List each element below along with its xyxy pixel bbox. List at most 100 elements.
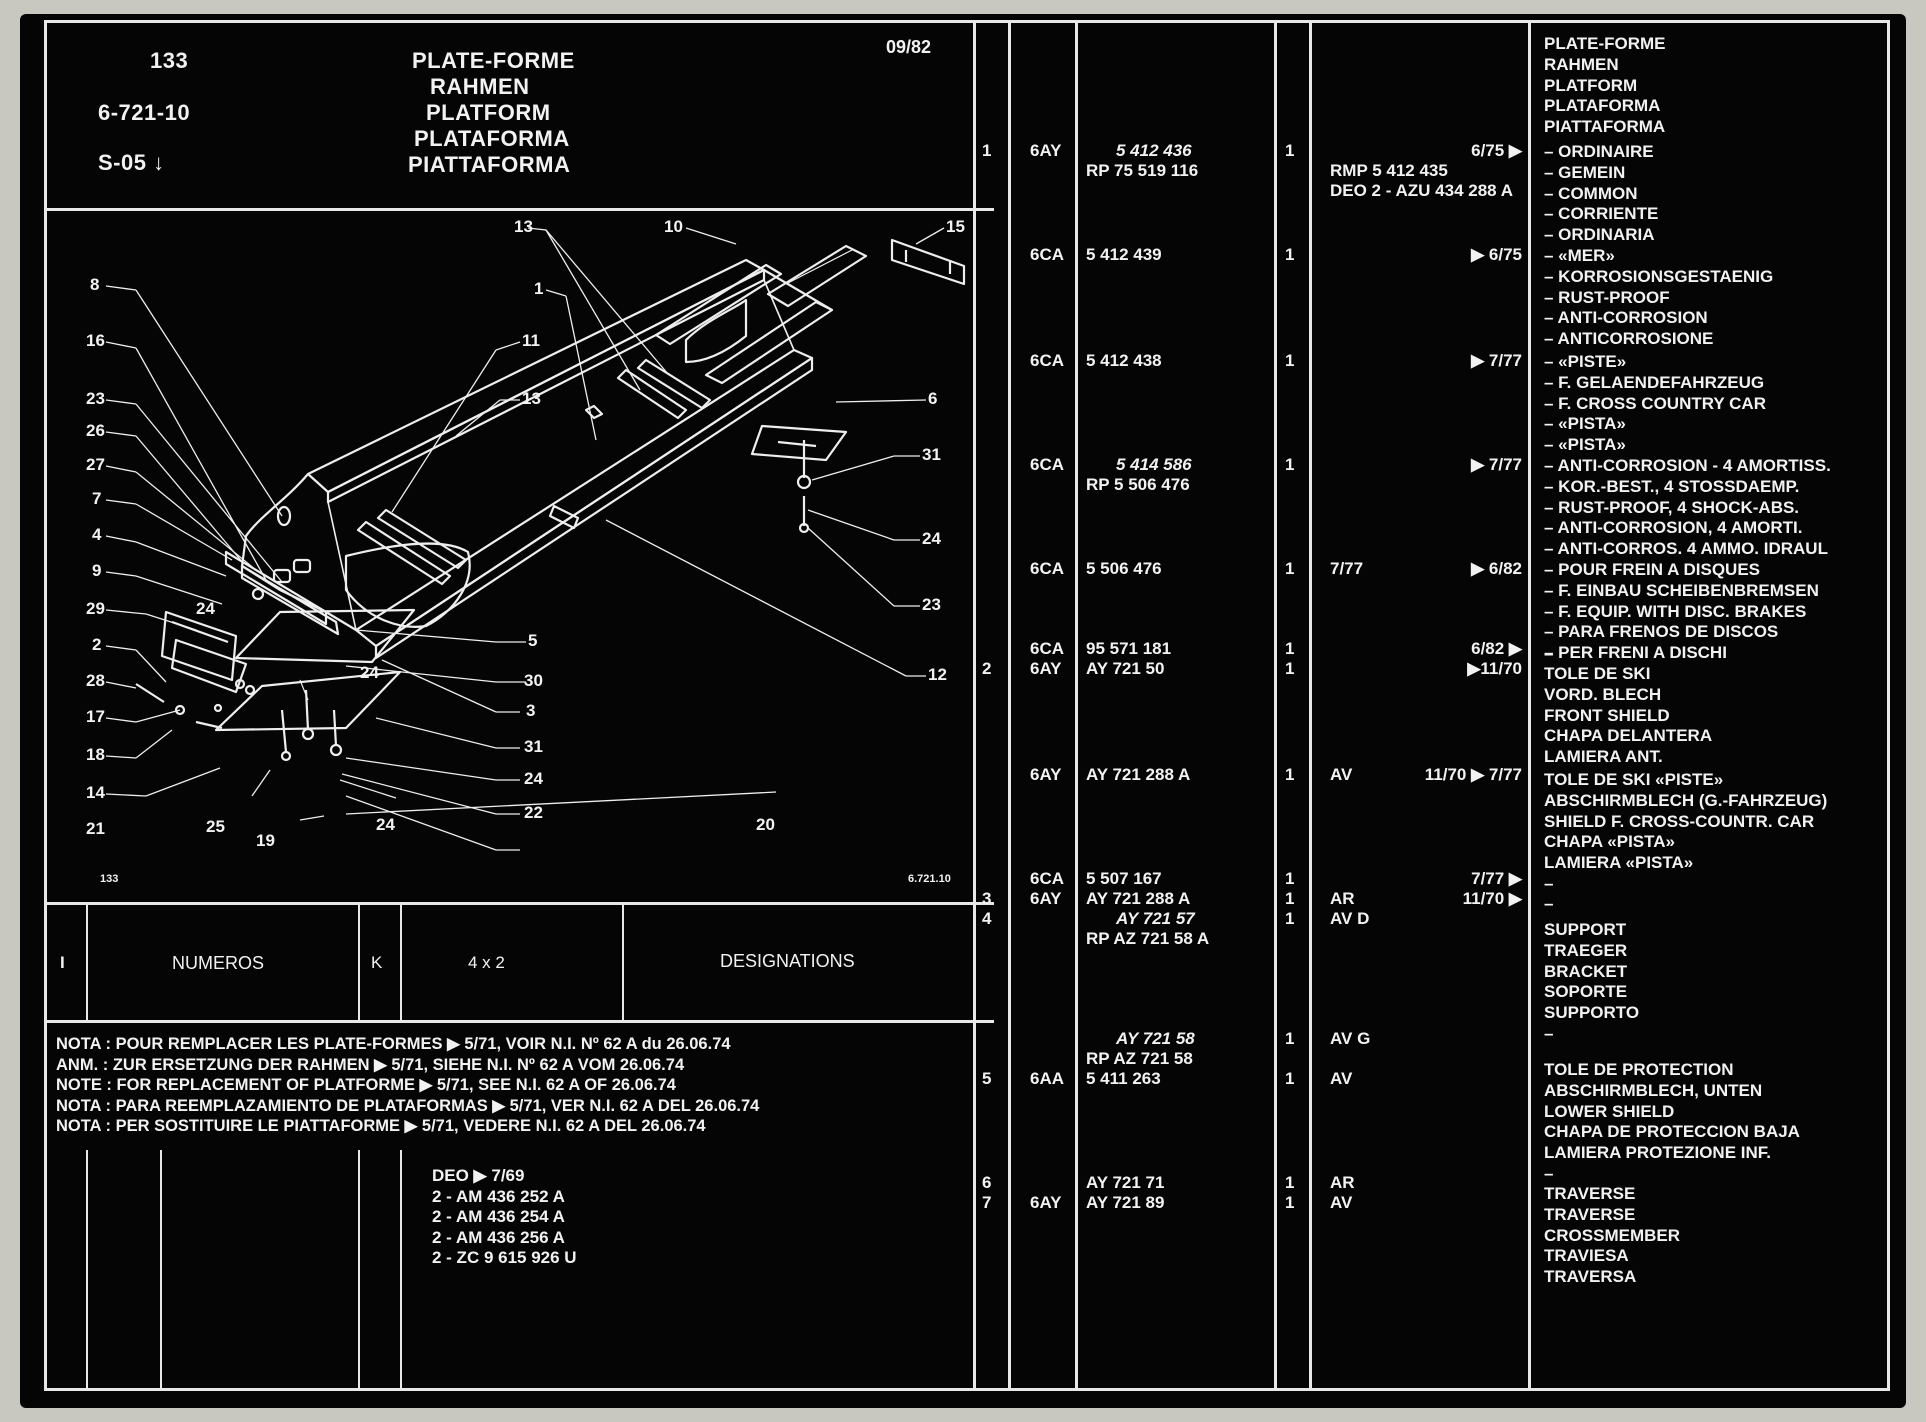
designation-heading: – «PISTE» xyxy=(1544,352,1627,371)
callout-12: 12 xyxy=(928,665,947,684)
callout-23: 23 xyxy=(86,389,105,408)
designation-translation: SUPPORTO xyxy=(1544,1003,1640,1023)
designation-translation: SOPORTE xyxy=(1544,982,1628,1002)
col-line-a xyxy=(973,20,976,1391)
row-part-number: 5 414 586 xyxy=(1116,455,1192,474)
designation-heading: – xyxy=(1544,644,1554,663)
designation-translation: – «PISTA» xyxy=(1544,414,1626,434)
designation-group: – xyxy=(1544,1164,1553,1185)
designation-translation: – CORRIENTE xyxy=(1544,204,1659,224)
row-note: DEO 2 - AZU 434 288 A xyxy=(1330,181,1513,200)
col-line-f xyxy=(1528,20,1531,1391)
designation-translation: TRAVERSE xyxy=(1544,1204,1636,1224)
designation-heading: SUPPORT xyxy=(1544,920,1627,939)
row-part-number: AY 721 58 xyxy=(1116,1029,1195,1048)
designation-heading: TOLE DE PROTECTION xyxy=(1544,1060,1734,1079)
designation-heading: – xyxy=(1544,894,1554,913)
row-quantity: 1 xyxy=(1285,889,1295,908)
row-date: ▶ 7/77 xyxy=(1471,351,1522,370)
ref-code: 6-721-10 xyxy=(98,100,191,125)
designation-heading: – POUR FREIN A DISQUES xyxy=(1544,560,1760,579)
row-quantity: 1 xyxy=(1285,1029,1295,1048)
row-part-number: 5 506 476 xyxy=(1086,559,1162,578)
row-quantity: 1 xyxy=(1285,1173,1295,1192)
left-table-divider-5 xyxy=(622,902,624,1020)
callout-27: 27 xyxy=(86,455,105,474)
designation-translation: LAMIERA «PISTA» xyxy=(1544,853,1694,873)
designation-translation: – PER FRENI A DISCHI xyxy=(1544,643,1727,663)
right-rail xyxy=(354,348,814,648)
diagram-bottom-divider xyxy=(44,902,994,905)
designation-translation: FRONT SHIELD xyxy=(1544,705,1670,725)
designation-translation: CHAPA DELANTERA xyxy=(1544,726,1713,746)
designation-heading: TOLE DE SKI «PISTE» xyxy=(1544,770,1724,789)
callout-31: 31 xyxy=(922,445,941,464)
row-date: ▶ 7/77 xyxy=(1471,455,1522,474)
callout-11: 11 xyxy=(522,331,540,350)
row-part-number: AY 721 288 A xyxy=(1086,889,1191,908)
note-it: NOTA : PER SOSTITUIRE LE PIATTAFORME ▶ 5… xyxy=(56,1117,706,1135)
row-code: 6CA xyxy=(1030,455,1065,474)
ski-plate xyxy=(234,608,416,664)
designation-translation: – F. EQUIP. WITH DISC. BRAKES xyxy=(1544,601,1807,621)
left-table-divider-4 xyxy=(400,902,402,1020)
designation-translation: LOWER SHIELD xyxy=(1544,1101,1675,1121)
row-date: 6/75 ▶ xyxy=(1471,141,1522,160)
row-part-number: 5 412 436 xyxy=(1116,141,1192,160)
row-index: 3 xyxy=(982,889,992,908)
bracket-6 xyxy=(750,424,848,462)
note-en: NOTE : FOR REPLACEMENT OF PLATFORME ▶ 5/… xyxy=(56,1076,676,1094)
callout-16: 16 xyxy=(86,331,105,350)
row-part-number: RP 5 506 476 xyxy=(1086,475,1190,494)
row-date: 11/70 ▶ 7/77 xyxy=(1424,765,1522,784)
frame-top xyxy=(44,20,1890,23)
row-index: 4 xyxy=(982,909,992,928)
rear-rail-right xyxy=(704,300,834,385)
title-de: RAHMEN xyxy=(430,74,530,99)
row-part-number: 5 507 167 xyxy=(1086,869,1162,888)
callout-24: 24 xyxy=(922,529,941,548)
designation-heading: – «MER» xyxy=(1544,246,1615,265)
designation-translation: PLATAFORMA xyxy=(1544,96,1661,116)
designation-translation: RAHMEN xyxy=(1544,54,1619,74)
callout-3: 3 xyxy=(526,701,535,720)
left-table-divider-3 xyxy=(358,902,360,1020)
row-note: AR xyxy=(1330,889,1355,908)
row-part-number: 95 571 181 xyxy=(1086,639,1172,658)
designation-translation: CHAPA DE PROTECCION BAJA xyxy=(1544,1122,1800,1142)
designation-translation: – KOR.-BEST., 4 STOSSDAEMP. xyxy=(1544,476,1800,496)
callout-24c: 24 xyxy=(196,599,215,618)
designation-translation: – «PISTA» xyxy=(1544,435,1626,455)
col-header-numeros: NUMEROS xyxy=(172,953,265,973)
frame-right xyxy=(1887,20,1890,1391)
callout-24b: 24 xyxy=(360,663,379,682)
designation-heading: TRAVERSE xyxy=(1544,1184,1636,1203)
designation-translation: – F. EINBAU SCHEIBENBREMSEN xyxy=(1544,580,1819,600)
row-note: AV xyxy=(1330,1069,1353,1088)
col-header-qty: 4 x 2 xyxy=(468,953,505,972)
col-line-d xyxy=(1274,20,1277,1391)
callout-7: 7 xyxy=(92,489,101,508)
note-es: NOTA : PARA REEMPLAZAMIENTO DE PLATAFORM… xyxy=(56,1096,760,1115)
row-quantity: 1 xyxy=(1285,455,1295,474)
col-header-i: I xyxy=(60,953,65,972)
callout-19: 19 xyxy=(256,831,275,850)
designation-translation: TRAEGER xyxy=(1544,940,1628,960)
row-part-number: AY 721 71 xyxy=(1086,1173,1165,1192)
platform-exploded-diagram: 13 10 15 8 1 16 11 13 6 23 26 27 31 7 4 … xyxy=(86,217,966,885)
deo-line: 2 - AM 436 252 A xyxy=(432,1186,565,1206)
front-crossmember xyxy=(224,550,328,626)
designation-heading: TOLE DE SKI xyxy=(1544,664,1651,683)
row-part-number: AY 721 288 A xyxy=(1086,765,1191,784)
row-code: 6AA xyxy=(1030,1069,1065,1088)
designation-group: – «MER»– KORROSIONSGESTAENIG– RUST-PROOF… xyxy=(1544,246,1773,350)
deo-line: 2 - ZC 9 615 926 U xyxy=(432,1248,577,1267)
designation-translation: CHAPA «PISTA» xyxy=(1544,832,1675,852)
designation-group: – xyxy=(1544,1024,1553,1045)
platform-deck xyxy=(327,279,795,631)
row-quantity: 1 xyxy=(1285,351,1295,370)
row-quantity: 1 xyxy=(1285,1193,1295,1212)
designation-translation: – ANTI-CORROS. 4 AMMO. IDRAUL xyxy=(1544,539,1828,559)
row-quantity: 1 xyxy=(1285,659,1295,678)
